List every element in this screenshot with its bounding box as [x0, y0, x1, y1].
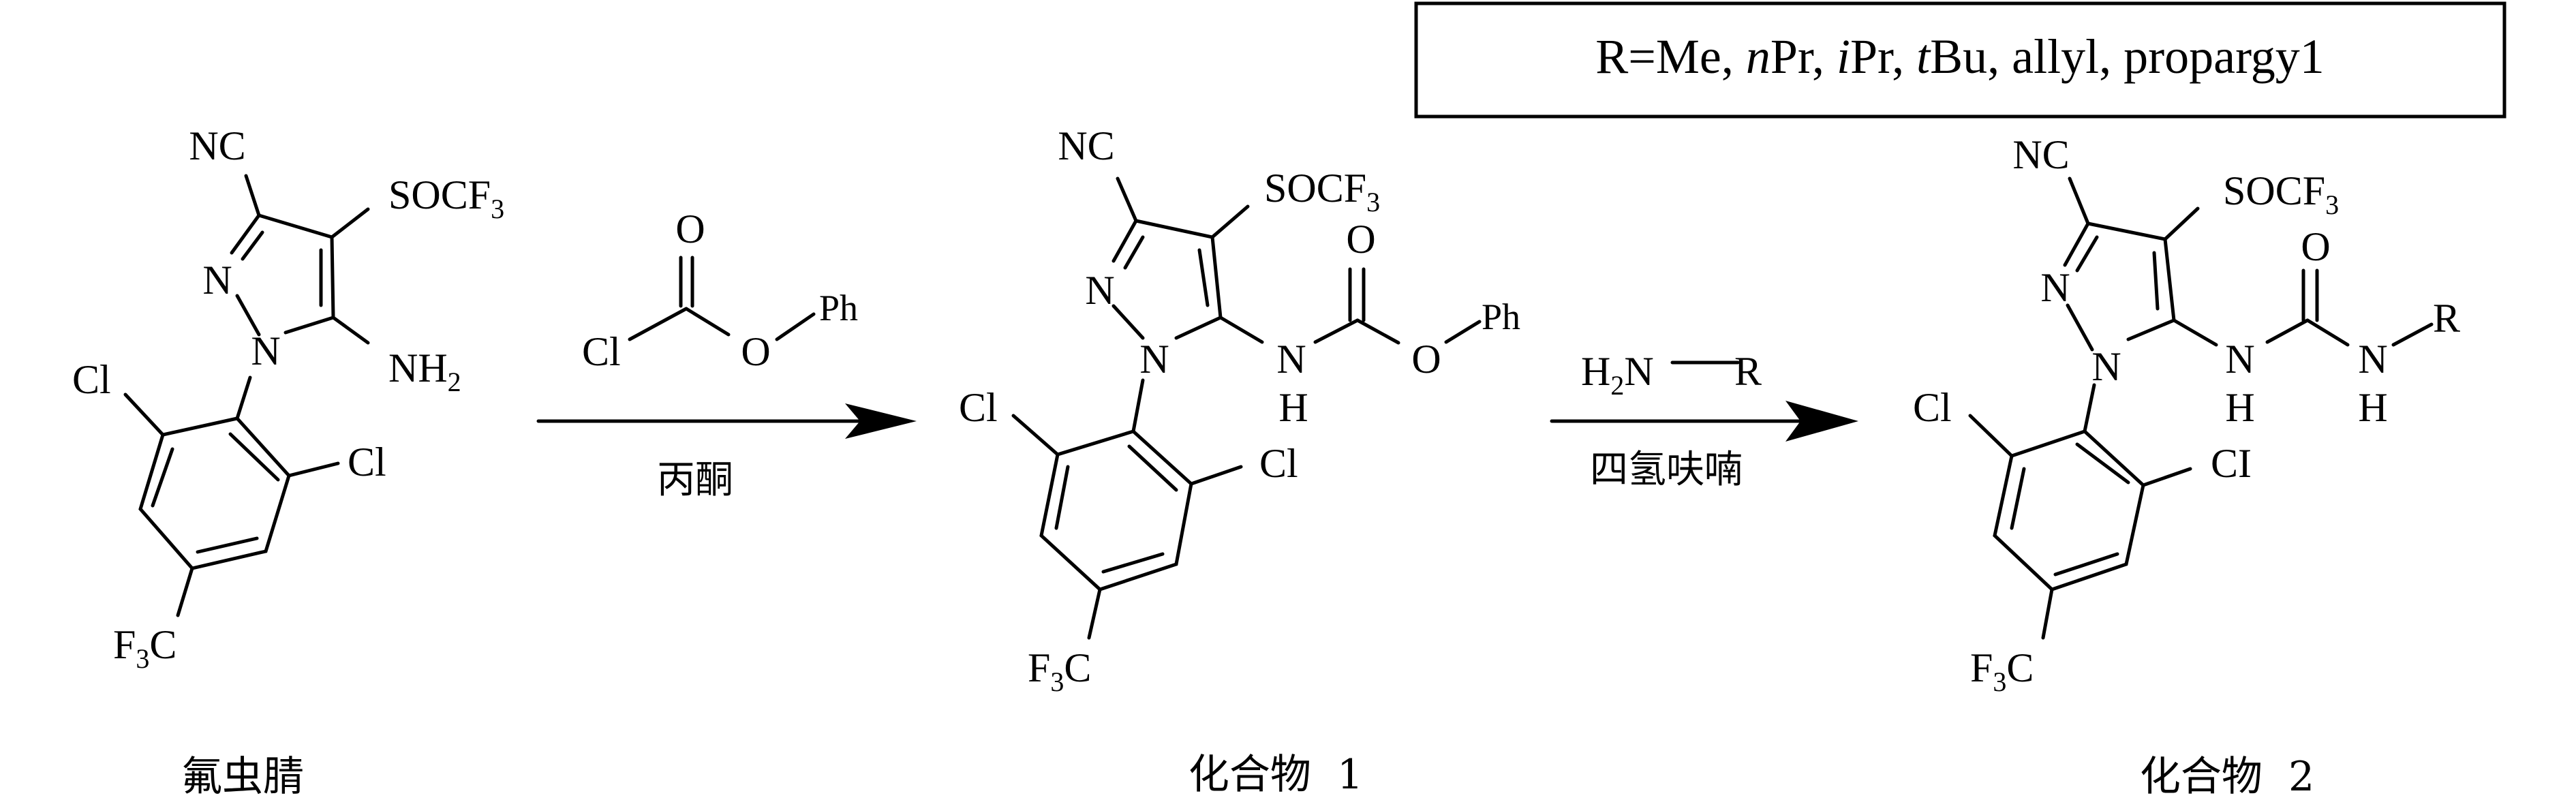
- compound-2: NC SOCF3 N N N H O N H R Cl CI F3C 化合物 2: [1913, 132, 2460, 800]
- atom-f3c: F3C: [1028, 645, 1091, 697]
- atom-n2: N: [202, 258, 232, 303]
- atom-n2: N: [1085, 268, 1114, 313]
- atom-f3c: F3C: [113, 622, 177, 674]
- solvent-thf: 四氢呋喃: [1590, 448, 1743, 492]
- atom-r: R: [1734, 349, 1762, 394]
- atom-cl-right: Cl: [1259, 441, 1298, 486]
- atom-cl-right: CI: [2211, 441, 2252, 486]
- reagent-phenyl-chloroformate: O Cl O Ph: [582, 206, 858, 374]
- reaction-arrow-2: [1550, 401, 1858, 442]
- atom-o-carbonyl: O: [675, 206, 705, 251]
- atom-socf3: SOCF3: [388, 172, 504, 224]
- atom-socf3: SOCF3: [1264, 166, 1380, 217]
- atom-n1: N: [1139, 337, 1169, 382]
- step1: O Cl O Ph 丙酮: [536, 206, 917, 502]
- atom-n1: N: [251, 328, 280, 373]
- solvent-acetone: 丙酮: [657, 458, 733, 502]
- reagent-amine: H2N R: [1581, 349, 1762, 401]
- atom-f3c: F3C: [1970, 645, 2034, 697]
- atom-cl: Cl: [582, 329, 621, 374]
- bonds: [1968, 176, 2434, 640]
- compound-name-1: 化合物 1: [1189, 751, 1363, 799]
- atom-cl-left: Cl: [1913, 385, 1952, 430]
- atom-nh-h: H: [1278, 385, 1308, 430]
- atom-cl-left: Cl: [72, 357, 111, 402]
- compound-name-2: 化合物 2: [2140, 753, 2314, 800]
- atom-n1: N: [2091, 344, 2121, 389]
- atom-nc: NC: [2012, 132, 2069, 177]
- atom-o-ester: O: [1411, 337, 1441, 382]
- atom-r: R: [2433, 296, 2460, 341]
- atom-o-carbonyl: O: [1346, 217, 1375, 262]
- atom-ph: Ph: [1482, 296, 1520, 337]
- compound-name-fipronil: 氟虫腈: [181, 753, 304, 800]
- r-group-note: R=Me, nPr, iPr, tBu, allyl, propargy1: [1414, 1, 2506, 119]
- atom-n2: N: [2040, 265, 2070, 310]
- atom-ph: Ph: [819, 288, 858, 328]
- atom-nh2-n: N: [2358, 337, 2387, 382]
- atom-o-ester: O: [741, 329, 770, 374]
- atom-nc: NC: [1058, 123, 1114, 168]
- atom-socf3: SOCF3: [2223, 168, 2339, 220]
- reaction-arrow-1: [536, 403, 917, 439]
- atom-cl-left: Cl: [959, 385, 998, 430]
- compound-fipronil: NC SOCF3 N N NH2 Cl Cl F3C 氟虫腈: [72, 123, 504, 800]
- r-group-box: [1414, 1, 2506, 119]
- atom-nh2-h: H: [2358, 385, 2387, 430]
- atom-nh-n: N: [1276, 337, 1306, 382]
- atom-cl-right: Cl: [348, 440, 386, 484]
- compound-1: NC SOCF3 N N N H O O Ph Cl Cl F3C 化合物 1: [959, 123, 1520, 799]
- step2: H2N R 四氢呋喃: [1550, 349, 1858, 492]
- r-group-text: R=Me, nPr, iPr, tBu, allyl, propargy1: [1595, 29, 2325, 84]
- atom-nh1-h: H: [2225, 385, 2254, 430]
- atom-nh2: NH2: [388, 345, 461, 397]
- bonds: [1011, 176, 1482, 640]
- atom-o-carbonyl: O: [2301, 224, 2330, 269]
- atom-h2n: H2N: [1581, 349, 1654, 401]
- bonds: [123, 174, 370, 617]
- atom-nh1-n: N: [2225, 337, 2254, 382]
- atom-nc: NC: [189, 123, 245, 168]
